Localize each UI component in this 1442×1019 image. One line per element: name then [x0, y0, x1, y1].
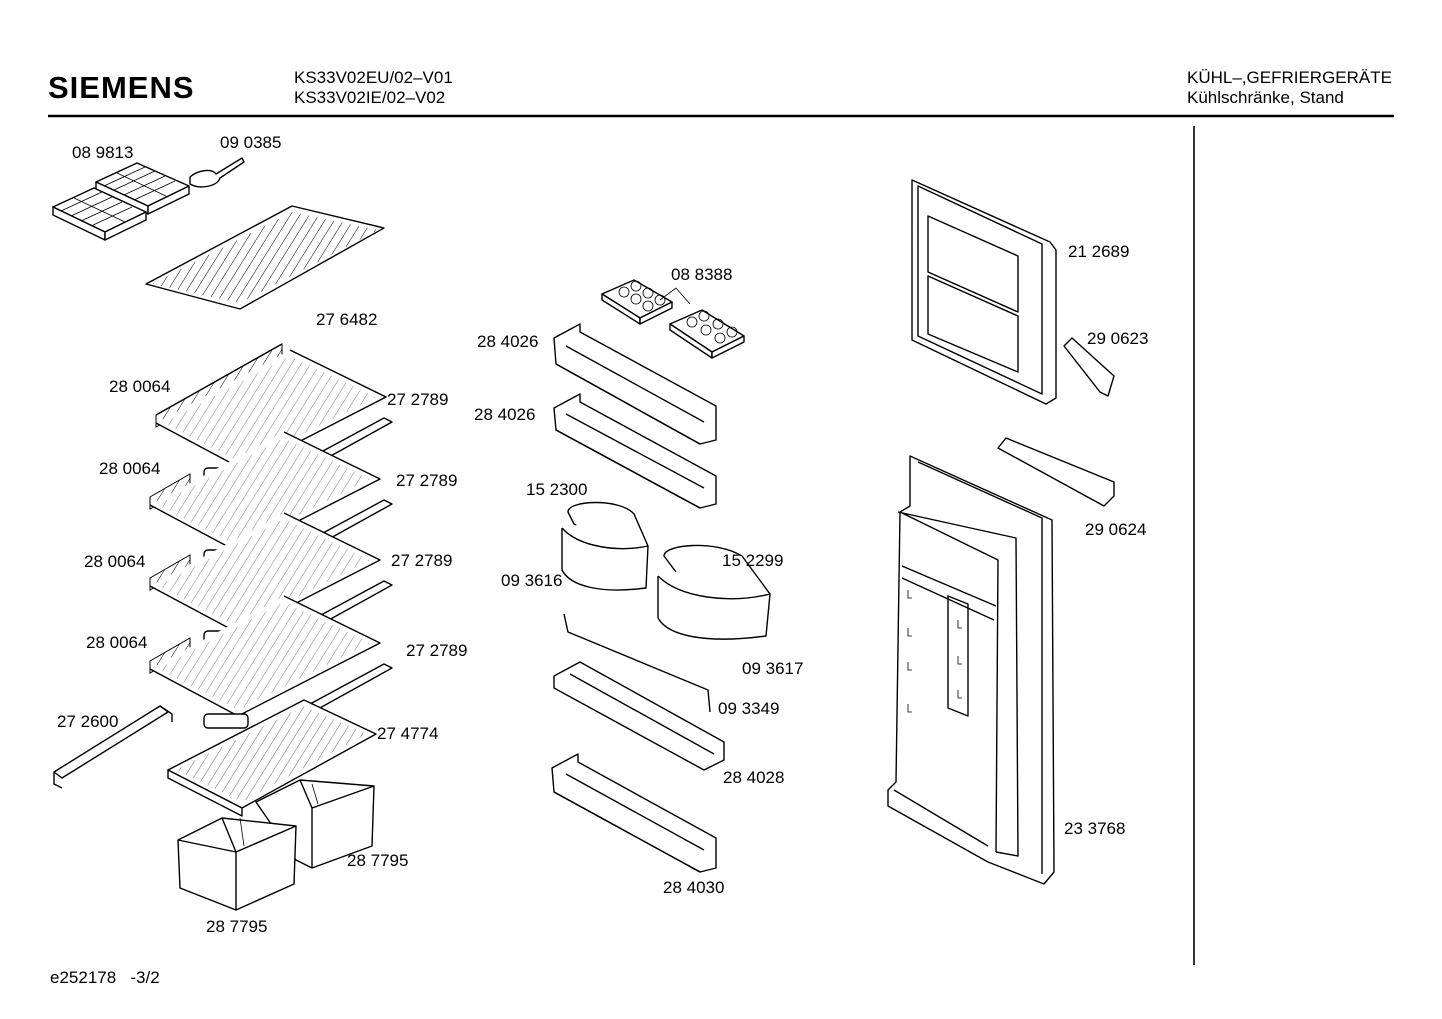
- part-label-bracket: 27 2600: [57, 712, 118, 731]
- door-shelves-drawing: [553, 323, 717, 509]
- part-label-shelf-3: 28 0064: [84, 552, 145, 571]
- part-label-freezer-door: 21 2689: [1068, 242, 1129, 261]
- part-label-butter-box-right: 09 3617: [742, 659, 803, 678]
- fridge-door-drawing: [887, 455, 1055, 885]
- part-label-drawer-right: 28 7795: [347, 851, 408, 870]
- fridge-handle-drawing: [997, 437, 1115, 507]
- part-label-drawer-left: 28 7795: [206, 917, 267, 936]
- part-label-bottle-shelf-2: 28 4030: [663, 878, 724, 897]
- part-label-shelf-4: 28 0064: [86, 633, 147, 652]
- part-label-bottle-rod: 09 3349: [718, 699, 779, 718]
- model-number-2: KS33V02IE/02–V02: [294, 88, 446, 107]
- freezer-handle-drawing: [1063, 337, 1115, 397]
- part-label-trim-2: 27 2789: [396, 471, 457, 490]
- part-label-fridge-door: 23 3768: [1064, 819, 1125, 838]
- part-label-bottle-shelf-1: 28 4028: [723, 768, 784, 787]
- part-label-butter-box-left: 09 3616: [501, 571, 562, 590]
- category-line-2: Kühlschränke, Stand: [1187, 88, 1344, 107]
- part-label-butter-lid-left: 15 2300: [526, 480, 587, 499]
- part-label-trim-4: 27 2789: [406, 641, 467, 660]
- part-label-trim-3: 27 2789: [391, 551, 452, 570]
- ice-tray-drawing: [52, 162, 190, 241]
- freezer-grid-drawing: [145, 205, 385, 310]
- product-category: KÜHL–,GEFRIERGERÄTE Kühlschränke, Stand: [1187, 68, 1392, 108]
- part-label-trim-1: 27 2789: [387, 390, 448, 409]
- footer: e252178 -3/2: [50, 968, 160, 988]
- part-label-ice-tray: 08 9813: [72, 143, 133, 162]
- bottle-rod-drawing: [563, 613, 711, 713]
- part-label-ice-scoop: 09 0385: [220, 133, 281, 152]
- model-numbers: KS33V02EU/02–V01 KS33V02IE/02–V02: [294, 68, 453, 108]
- page-indicator: -3/2: [130, 968, 160, 987]
- crisper-drawers-drawing: [177, 779, 375, 911]
- freezer-door-drawing: [911, 179, 1057, 405]
- model-number-1: KS33V02EU/02–V01: [294, 68, 453, 87]
- egg-tray-drawing: [601, 279, 745, 359]
- ice-scoop-drawing: [189, 157, 245, 188]
- butter-boxes-drawing: [561, 501, 771, 640]
- part-label-door-shelf-2: 28 4026: [474, 405, 535, 424]
- part-label-egg-tray: 08 8388: [671, 265, 732, 284]
- part-label-freezer-grid: 27 6482: [316, 310, 377, 329]
- part-label-shelf-2: 28 0064: [99, 459, 160, 478]
- bottle-shelves-drawing: [551, 661, 725, 873]
- part-label-crisper-cover: 27 4774: [377, 724, 438, 743]
- document-code: e252178: [50, 968, 117, 987]
- part-label-shelf-1: 28 0064: [109, 377, 170, 396]
- glass-shelves-drawing: [149, 343, 393, 751]
- part-label-butter-lid-right: 15 2299: [722, 551, 783, 570]
- crisper-cover-drawing: [167, 699, 377, 817]
- part-label-fridge-handle: 29 0624: [1085, 520, 1146, 539]
- part-label-freezer-handle: 29 0623: [1087, 329, 1148, 348]
- brand-logo: SIEMENS: [48, 70, 195, 105]
- part-label-door-shelf-1: 28 4026: [477, 332, 538, 351]
- category-line-1: KÜHL–,GEFRIERGERÄTE: [1187, 68, 1392, 87]
- bracket-drawing: [53, 705, 173, 789]
